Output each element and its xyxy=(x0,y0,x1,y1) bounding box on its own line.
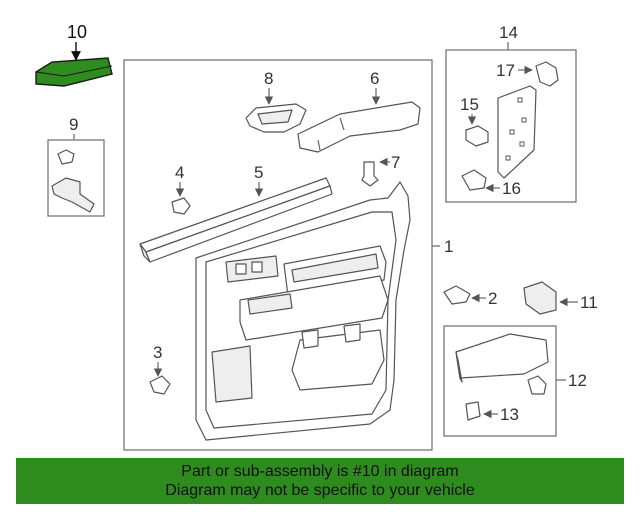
banner-line-2: Diagram may not be specific to your vehi… xyxy=(165,482,475,499)
part-11-bracket xyxy=(523,281,557,315)
banner-line-1: Part or sub-assembly is #10 in diagram xyxy=(181,463,459,480)
main-assembly-box xyxy=(123,59,433,451)
part-15-fastener xyxy=(465,125,489,147)
part-6-armrest xyxy=(297,101,421,153)
callout-2: 2 xyxy=(488,289,497,308)
armrest-pad-shape xyxy=(35,57,113,87)
door-speaker-grille xyxy=(211,345,253,403)
part-11-group[interactable]: 11 xyxy=(523,281,598,315)
part-15-group[interactable]: 15 xyxy=(460,95,489,147)
part-14-group[interactable]: 14 xyxy=(445,23,577,203)
part-17-group[interactable]: 17 xyxy=(496,61,559,87)
callout-17: 17 xyxy=(496,61,515,80)
callout-14: 14 xyxy=(499,23,518,42)
part-5-group[interactable]: 5 xyxy=(139,163,333,263)
part-12-group[interactable]: 12 xyxy=(443,325,587,437)
part-14-bracket-holes xyxy=(505,97,527,161)
callout-7: 7 xyxy=(391,153,400,172)
door-armrest-base xyxy=(239,275,389,341)
callout-10: 10 xyxy=(67,22,87,42)
callout-5: 5 xyxy=(254,163,263,182)
door-mounting-tabs xyxy=(301,323,361,349)
callout-13: 13 xyxy=(500,405,519,424)
part-7-screw xyxy=(361,161,379,187)
part-7-group[interactable]: 7 xyxy=(361,153,400,187)
part-9-group[interactable]: 9 xyxy=(47,115,105,217)
part-9-box xyxy=(47,139,105,217)
part-12-cover-edge xyxy=(455,351,463,383)
part-8-group[interactable]: 8 xyxy=(245,69,307,133)
part-14-bracket-plate xyxy=(497,85,537,179)
part-12-box xyxy=(443,325,557,437)
part-12-cover xyxy=(455,333,549,379)
part-16-clip xyxy=(461,169,487,191)
door-trim-panel xyxy=(195,181,411,441)
part-10-armrest-pad[interactable]: 10 xyxy=(35,22,113,87)
door-switch-2 xyxy=(251,261,263,273)
callout-11: 11 xyxy=(580,293,598,312)
part-16-group[interactable]: 16 xyxy=(461,169,521,198)
callout-8: 8 xyxy=(264,69,273,88)
callout-12: 12 xyxy=(568,371,587,390)
part-13-group[interactable]: 13 xyxy=(465,401,519,424)
part-4-group[interactable]: 4 xyxy=(171,163,191,215)
part-2-group[interactable]: 2 xyxy=(443,285,497,308)
part-9-clip xyxy=(57,149,75,165)
info-banner: Part or sub-assembly is #10 in diagram D… xyxy=(16,458,624,504)
part-13-clip xyxy=(465,401,481,421)
part-1-group[interactable]: 1 xyxy=(432,237,453,256)
part-14-box xyxy=(445,49,577,203)
part-4-clip xyxy=(171,197,191,215)
part-3-group[interactable]: 3 xyxy=(149,343,171,395)
callout-6: 6 xyxy=(370,69,379,88)
part-12-clip xyxy=(527,375,547,395)
part-6-detail xyxy=(317,117,345,151)
door-pull-pocket xyxy=(247,293,293,315)
part-5-weatherstrip-face xyxy=(145,185,333,263)
armrest-pad-edge xyxy=(35,65,113,77)
part-17-clip xyxy=(535,61,559,87)
part-6-group[interactable]: 6 xyxy=(297,69,421,153)
door-switch-1 xyxy=(235,263,247,275)
callout-4: 4 xyxy=(175,163,184,182)
part-8-switch-recess xyxy=(257,109,293,125)
callout-1: 1 xyxy=(444,237,453,256)
callout-9: 9 xyxy=(69,115,78,134)
part-3-clip xyxy=(149,375,171,395)
callout-15: 15 xyxy=(460,95,479,114)
part-2-clip xyxy=(443,285,471,305)
callout-3: 3 xyxy=(153,343,162,362)
door-handle-recess xyxy=(291,253,379,283)
part-9-bracket xyxy=(51,177,95,213)
callout-16: 16 xyxy=(502,179,521,198)
